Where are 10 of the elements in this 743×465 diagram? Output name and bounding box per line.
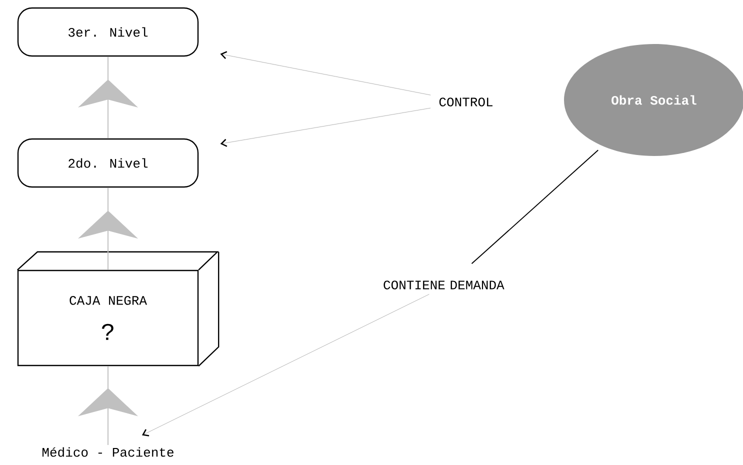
arrow — [220, 51, 431, 96]
box-drawing: CAJA NEGRA ? — [17, 251, 220, 367]
label-text: Médico - Paciente — [42, 447, 174, 457]
label-text: CONTROL — [439, 98, 492, 106]
line — [471, 150, 599, 264]
label-text: CONTIENE DEMANDA — [384, 280, 504, 290]
arrow — [220, 108, 431, 147]
level-box: 2do. Nivel — [17, 138, 199, 188]
arrow — [142, 294, 430, 436]
level-box: 3er. Nivel — [17, 7, 199, 57]
